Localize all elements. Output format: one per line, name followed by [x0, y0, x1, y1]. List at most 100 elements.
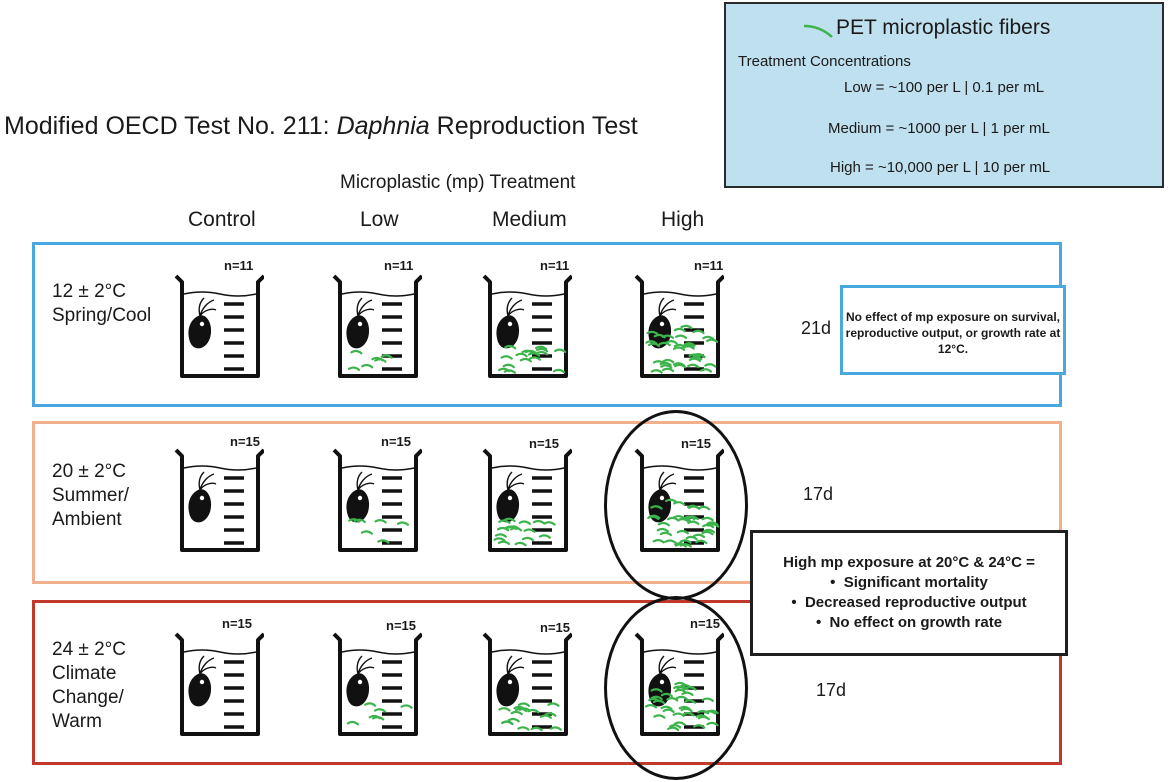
microplastic-fiber [364, 702, 377, 707]
microplastic-fiber [547, 702, 560, 707]
treatment-title: Microplastic (mp) Treatment [340, 172, 576, 193]
note-bullet-text: Decreased reproductive output [804, 594, 1027, 611]
microplastic-fiber [515, 352, 528, 358]
microplastic-fiber [500, 355, 513, 360]
microplastic-fiber [646, 330, 659, 336]
legend-box: PET microplastic fibers Treatment Concen… [724, 2, 1164, 188]
note-bullet: • Decreased reproductive output [791, 594, 1027, 611]
microplastic-fiber [507, 717, 520, 723]
microplastic-fiber [527, 708, 540, 714]
daphnia-icon [648, 297, 677, 349]
daphnia-icon [346, 655, 375, 707]
legend-subtitle: Treatment Concentrations [738, 53, 911, 70]
microplastic-fiber [519, 357, 532, 363]
microplastic-fiber [535, 347, 549, 353]
legend-title: PET microplastic fibers [836, 16, 1051, 39]
microplastic-fiber [347, 366, 361, 371]
row-label-cool: 12 ± 2°C Spring/Cool [52, 280, 151, 328]
column-header-high: High [661, 208, 705, 231]
microplastic-fiber [553, 368, 566, 374]
microplastic-fiber [534, 345, 548, 351]
column-header-medium: Medium [492, 208, 567, 231]
microplastic-fiber [645, 340, 658, 345]
microplastic-fiber [517, 726, 530, 731]
microplastic-fiber [658, 341, 671, 347]
highlight-circle-warm-high [604, 596, 748, 780]
n-label: n=11 [224, 258, 254, 273]
microplastic-fiber [400, 704, 413, 709]
microplastic-fiber [380, 354, 393, 359]
microplastic-fiber [504, 525, 518, 531]
daphnia-icon [188, 297, 217, 349]
microplastic-fiber [538, 534, 551, 539]
microplastic-fiber [498, 519, 511, 524]
microplastic-fiber [683, 342, 696, 347]
microplastic-fiber [706, 338, 719, 344]
daphnia-icon [496, 471, 525, 523]
beaker-icon [332, 274, 422, 378]
row-box-warm [32, 600, 1062, 765]
microplastic-fiber [371, 356, 384, 362]
title-italic: Daphnia [336, 112, 430, 140]
beaker-icon [332, 632, 422, 736]
n-label: n=15 [540, 620, 570, 635]
result-note-cool: No effect of mp exposure on survival, re… [840, 285, 1066, 375]
microplastic-fiber [692, 353, 705, 358]
row-box-ambient [32, 421, 1062, 584]
n-label: n=11 [540, 258, 570, 273]
microplastic-fiber [692, 329, 705, 335]
microplastic-fiber [680, 324, 693, 330]
beaker-icon [482, 274, 572, 378]
microplastic-fiber [675, 334, 688, 339]
microplastic-fiber [498, 707, 511, 712]
microplastic-fiber [530, 726, 543, 732]
legend-row-low: Low = ~100 per L | 0.1 per mL [844, 79, 1045, 96]
beaker-icon [174, 448, 264, 552]
microplastic-fiber [543, 521, 556, 526]
microplastic-fiber [396, 521, 410, 526]
page-title: Modified OECD Test No. 211: Daphnia Repr… [4, 112, 638, 141]
row-label-line: 24 ± 2°C [52, 639, 127, 660]
microplastic-fiber [501, 720, 514, 725]
n-label: n=15 [222, 616, 252, 631]
microplastic-fiber [527, 352, 541, 357]
microplastic-fiber [493, 537, 506, 542]
beaker-icon [482, 448, 572, 552]
legend-row-high: High = ~10,000 per L | 10 per mL [830, 159, 1051, 176]
daphnia-icon [346, 297, 375, 349]
duration-label-warm: 17d [816, 680, 847, 700]
microplastic-fiber [374, 518, 387, 524]
daphnia-icon [188, 655, 217, 707]
microplastic-fiber [528, 356, 541, 361]
microplastic-fiber [532, 519, 546, 525]
microplastic-fiber [672, 346, 686, 351]
note-bullet: • Significant mortality [830, 574, 988, 591]
microplastic-fiber [535, 350, 549, 356]
microplastic-fiber [704, 363, 717, 368]
microplastic-fiber [372, 716, 385, 721]
row-label-line: Warm [52, 711, 102, 732]
microplastic-fiber [377, 539, 390, 544]
microplastic-fiber [688, 357, 701, 363]
note-bullet-text: Significant mortality [843, 574, 988, 591]
row-label-ambient: 20 ± 2°C Summer/ Ambient [52, 460, 129, 532]
n-label: n=11 [384, 258, 414, 273]
title-prefix: Modified OECD Test No. 211: [4, 112, 337, 140]
microplastic-fiber [513, 705, 526, 711]
microplastic-fiber [518, 520, 531, 525]
microplastic-fiber [673, 327, 686, 333]
microplastic-fiber [360, 530, 373, 535]
row-label-line: Ambient [52, 509, 122, 530]
row-label-line: Summer/ [52, 485, 130, 506]
note-bullet-text: No effect on growth rate [829, 614, 1003, 631]
microplastic-fiber [687, 363, 700, 369]
title-suffix: Reproduction Test [429, 112, 638, 140]
microplastic-fiber [702, 335, 715, 341]
result-note-warm: High mp exposure at 20°C & 24°C = • Sign… [750, 530, 1068, 656]
beaker-icon [332, 448, 422, 552]
beaker-icon [174, 632, 264, 736]
row-label-warm: 24 ± 2°C Climate Change/ Warm [52, 638, 126, 734]
fiber-legend-icon [803, 24, 833, 38]
microplastic-fiber [373, 708, 387, 713]
n-label: n=15 [386, 618, 416, 633]
